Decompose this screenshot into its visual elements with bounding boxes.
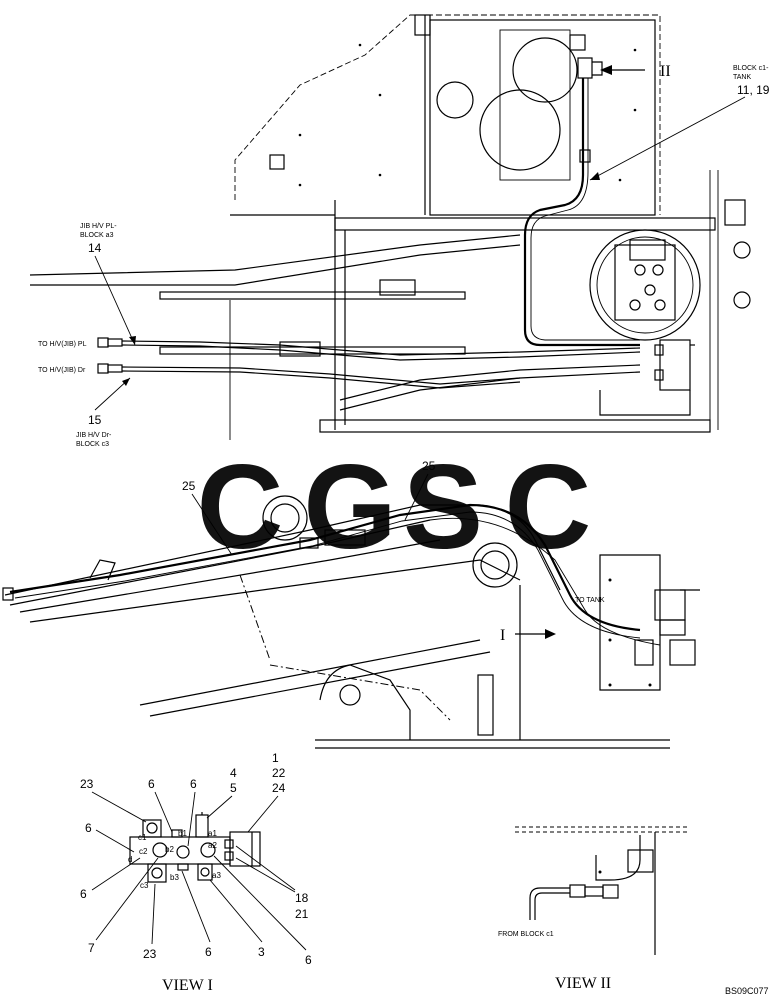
callout-5: 5 [230,781,237,795]
view-ii-title: VIEW II [555,975,611,992]
view-ii-arrow-label: II [660,63,671,80]
boom-structure [2,495,700,749]
port-b3: b3 [170,873,179,882]
label-ref-14: 14 [88,241,102,255]
label-ref-25-left: 25 [182,479,196,493]
callout-6-b: 6 [190,777,197,791]
port-c3: c3 [140,881,149,890]
drawing-code: BS09C077 [725,986,769,996]
port-a3: a3 [212,871,221,880]
callout-3: 3 [258,945,265,959]
callout-block-c1-tank: BLOCK c1- TANK 11, 19 [589,65,770,181]
jib-hose-fittings: TO H/V(JIB) PL TO H/V(JIB) Dr [38,337,641,389]
callout-6-f: 6 [305,953,312,967]
upper-frame [29,14,751,440]
label-to-hv-dr: TO H/V(JIB) Dr [38,367,86,374]
label-jib-pl-line1: JIB H/V PL- [80,223,117,230]
port-a1: a1 [208,829,217,838]
port-c1: c1 [138,833,147,842]
callout-7: 7 [88,941,95,955]
port-c2: c2 [139,847,148,856]
callout-25-left: 25 [182,479,233,556]
label-ref-25-right: 25 [422,459,436,473]
callout-23-bottom: 23 [143,947,157,961]
callout-24: 24 [272,781,286,795]
callout-jib-pl: JIB H/V PL- BLOCK a3 14 [80,223,136,346]
view-i-arrow-label: I [500,627,505,644]
to-tank-callout: TO TANK [575,597,605,604]
callout-6-e: 6 [205,945,212,959]
label-jib-dr-line1: JIB H/V Dr- [76,432,112,439]
view-i-detail: c1 b1 a1 c2 b2 a2 d c3 b3 a3 23 6 6 4 5 … [80,751,312,994]
callout-4: 4 [230,766,237,780]
label-to-tank: TO TANK [575,597,605,604]
port-b2: b2 [165,845,174,854]
watermark-letter-3: S [403,440,483,574]
label-ref-11-19: 11, 19 [737,83,770,97]
callout-21: 21 [295,907,309,921]
view-i-title: VIEW I [162,977,213,994]
callout-6-a: 6 [148,777,155,791]
label-jib-dr-line2: BLOCK c3 [76,441,109,448]
callout-18: 18 [295,891,309,905]
label-block-c1-line2: TANK [733,74,751,81]
callout-6-d: 6 [80,887,87,901]
label-jib-pl-line2: BLOCK a3 [80,232,114,239]
view-ii-detail: FROM BLOCK c1 VIEW II [498,826,690,992]
port-d: d [128,855,132,864]
callout-25-right: 25 [404,459,436,521]
label-block-c1-line1: BLOCK c1- [733,65,769,72]
watermark-letter-2: G [303,440,396,574]
label-to-hv-pl: TO H/V(JIB) PL [38,341,87,348]
callout-23-top: 23 [80,777,94,791]
callout-jib-dr: 15 JIB H/V Dr- BLOCK c3 [76,377,131,448]
view-i-arrow: I [500,627,556,644]
port-a2: a2 [208,841,217,850]
callout-1: 1 [272,751,279,765]
label-ref-15: 15 [88,413,102,427]
port-b1: b1 [178,829,187,838]
view-ii-arrow: II [600,63,671,80]
callout-6-c: 6 [85,821,92,835]
watermark: C G S C [197,440,592,574]
label-from-block-c1: FROM BLOCK c1 [498,931,554,938]
callout-22: 22 [272,766,286,780]
